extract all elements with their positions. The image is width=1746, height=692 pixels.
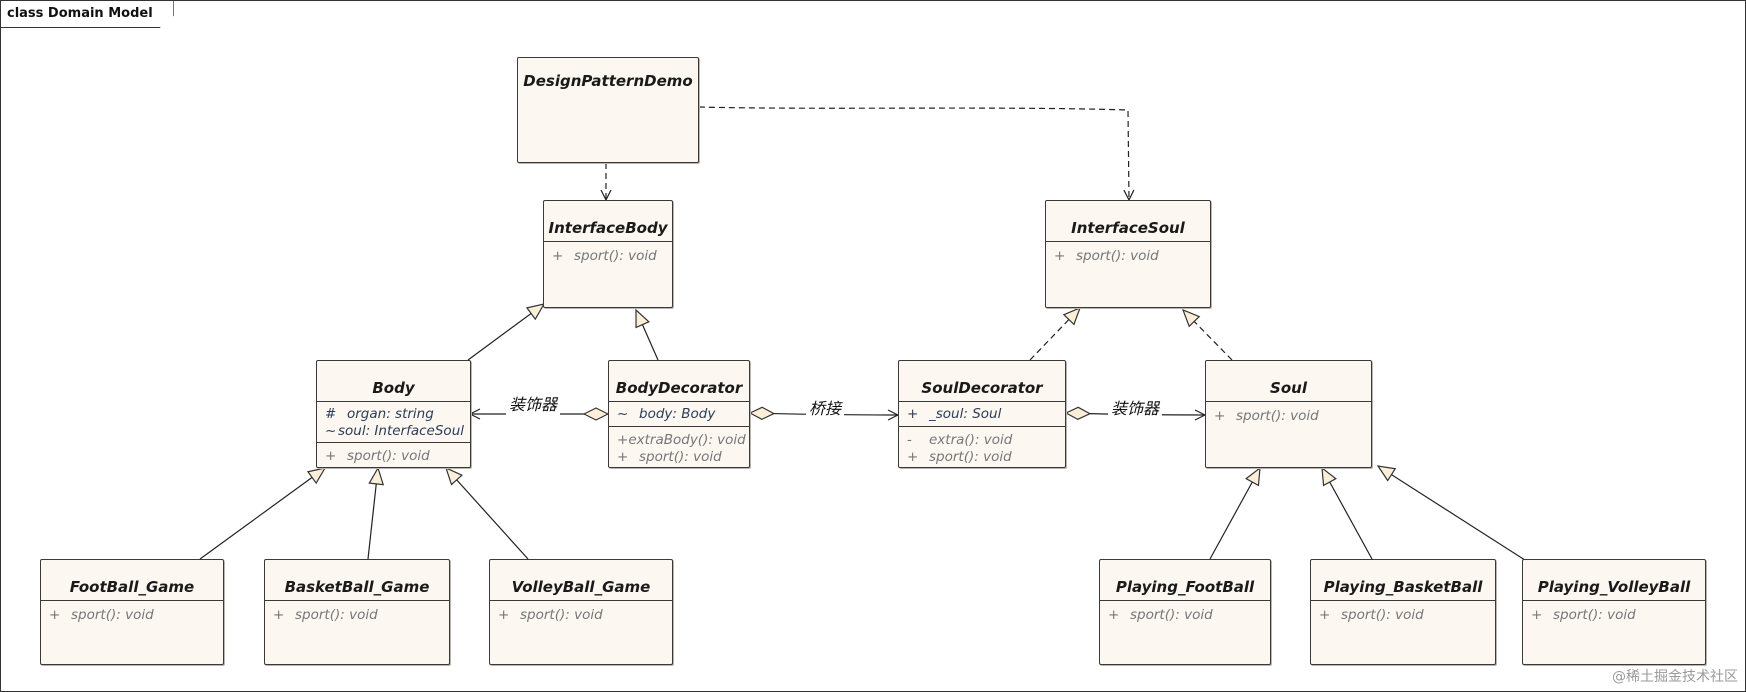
- attributes-compartment: +_soul: Soul: [899, 402, 1065, 426]
- operation-row: +sport(): void: [1531, 607, 1636, 623]
- edge-label-bridge: 桥接: [806, 395, 845, 419]
- operation-row: +sport(): void: [552, 248, 657, 264]
- compartment-divider: [1099, 600, 1271, 601]
- compartment-divider: [316, 401, 471, 402]
- operation-row: +sport(): void: [617, 449, 722, 465]
- edge-label-decorator-body: 装饰器: [506, 391, 561, 415]
- class-interfacesoul[interactable]: InterfaceSoul +sport(): void: [1045, 200, 1211, 308]
- compartment-divider: [898, 426, 1066, 427]
- attribute-row: ~body: Body: [617, 406, 716, 422]
- compartment-divider: [898, 401, 1066, 402]
- operation-row: +sport(): void: [1319, 607, 1424, 623]
- class-playing-basketball[interactable]: Playing_BasketBall +sport(): void: [1310, 559, 1496, 665]
- compartment-divider: [40, 600, 224, 601]
- class-name: Body: [372, 379, 415, 397]
- operation-row: +sport(): void: [1108, 607, 1213, 623]
- compartment-divider: [1045, 241, 1211, 242]
- class-name: InterfaceSoul: [1071, 219, 1185, 237]
- compartment-divider: [543, 241, 673, 242]
- realization-souldecorator-to-interfacesoul: [1029, 308, 1080, 361]
- class-name: SoulDecorator: [921, 379, 1043, 397]
- attributes-compartment: ~body: Body: [609, 402, 749, 426]
- class-volleyball-game[interactable]: VolleyBall_Game +sport(): void: [489, 559, 673, 665]
- operations-compartment: +sport(): void: [1046, 242, 1210, 269]
- operations-compartment: +sport(): void: [317, 443, 470, 469]
- generalization-playingfootball-to-soul: [1209, 468, 1260, 560]
- operation-row: -extra(): void: [907, 432, 1013, 448]
- operations-compartment: +sport(): void: [1523, 601, 1705, 628]
- attribute-row: +_soul: Soul: [907, 406, 1002, 422]
- compartment-divider: [489, 600, 673, 601]
- class-name: FootBall_Game: [69, 578, 195, 596]
- class-bodydecorator[interactable]: BodyDecorator ~body: Body +extraBody(): …: [608, 360, 750, 468]
- class-name: BasketBall_Game: [284, 578, 430, 596]
- class-name: InterfaceBody: [548, 219, 668, 237]
- operations-compartment: +sport(): void: [1206, 402, 1371, 429]
- compartment-divider: [608, 401, 750, 402]
- operation-row: +extraBody(): void: [617, 432, 746, 448]
- operation-row: +sport(): void: [1054, 248, 1159, 264]
- compartment-divider: [316, 442, 471, 443]
- compartment-divider: [608, 426, 750, 427]
- generalization-bodydecorator-to-interfacebody: [636, 310, 659, 361]
- operations-compartment: +extraBody(): void +sport(): void: [609, 427, 749, 470]
- operations-compartment: +sport(): void: [544, 242, 672, 269]
- compartment-divider: [1522, 600, 1706, 601]
- operation-row: +sport(): void: [273, 607, 378, 623]
- operations-compartment: +sport(): void: [490, 601, 672, 628]
- class-name: VolleyBall_Game: [511, 578, 651, 596]
- compartment-divider: [1310, 600, 1496, 601]
- operations-compartment: -extra(): void +sport(): void: [899, 427, 1065, 470]
- edge-label-decorator-soul: 装饰器: [1108, 395, 1163, 419]
- generalization-playingbasketball-to-soul: [1322, 468, 1373, 560]
- class-name: Playing_FootBall: [1115, 578, 1255, 596]
- operations-compartment: +sport(): void: [1100, 601, 1270, 628]
- generalization-playingvolleyball-to-soul: [1378, 466, 1529, 563]
- class-playing-volleyball[interactable]: Playing_VolleyBall +sport(): void: [1522, 559, 1706, 665]
- class-name: Playing_BasketBall: [1323, 578, 1483, 596]
- operations-compartment: +sport(): void: [41, 601, 223, 628]
- operation-row: +sport(): void: [49, 607, 154, 623]
- generalization-body-to-interfacebody: [467, 304, 544, 361]
- watermark: @稀土掘金技术社区: [1612, 669, 1738, 685]
- generalization-volleyball-to-body: [446, 468, 529, 560]
- operations-compartment: +sport(): void: [1311, 601, 1495, 628]
- class-name: DesignPatternDemo: [523, 72, 693, 90]
- attribute-row: ~soul: InterfaceSoul: [325, 423, 464, 439]
- operation-row: +sport(): void: [325, 448, 430, 464]
- compartment-divider: [264, 600, 450, 601]
- compartment-divider: [1205, 401, 1372, 402]
- operation-row: +sport(): void: [1214, 408, 1319, 424]
- attributes-compartment: #organ: string ~soul: InterfaceSoul: [317, 402, 470, 442]
- class-basketball-game[interactable]: BasketBall_Game +sport(): void: [264, 559, 450, 665]
- generalization-football-to-body: [199, 468, 325, 560]
- class-playing-football[interactable]: Playing_FootBall +sport(): void: [1099, 559, 1271, 665]
- diagram-frame-label: class Domain Model: [1, 1, 174, 28]
- class-name: Soul: [1270, 379, 1307, 397]
- class-football-game[interactable]: FootBall_Game +sport(): void: [40, 559, 224, 665]
- class-interfacebody[interactable]: InterfaceBody +sport(): void: [543, 200, 673, 308]
- generalization-basketball-to-body: [367, 468, 378, 560]
- class-designpatterndemo[interactable]: DesignPatternDemo: [517, 57, 699, 163]
- attribute-row: #organ: string: [325, 406, 434, 422]
- class-soul[interactable]: Soul +sport(): void: [1205, 360, 1372, 468]
- operation-row: +sport(): void: [907, 449, 1012, 465]
- class-name: Playing_VolleyBall: [1537, 578, 1691, 596]
- operations-compartment: +sport(): void: [265, 601, 449, 628]
- class-name: BodyDecorator: [615, 379, 743, 397]
- operation-row: +sport(): void: [498, 607, 603, 623]
- realization-soul-to-interfacesoul: [1183, 310, 1233, 361]
- class-souldecorator[interactable]: SoulDecorator +_soul: Soul -extra(): voi…: [898, 360, 1066, 468]
- dependency-demo-to-interfacesoul: [698, 106, 1129, 200]
- class-body[interactable]: Body #organ: string ~soul: InterfaceSoul…: [316, 360, 471, 468]
